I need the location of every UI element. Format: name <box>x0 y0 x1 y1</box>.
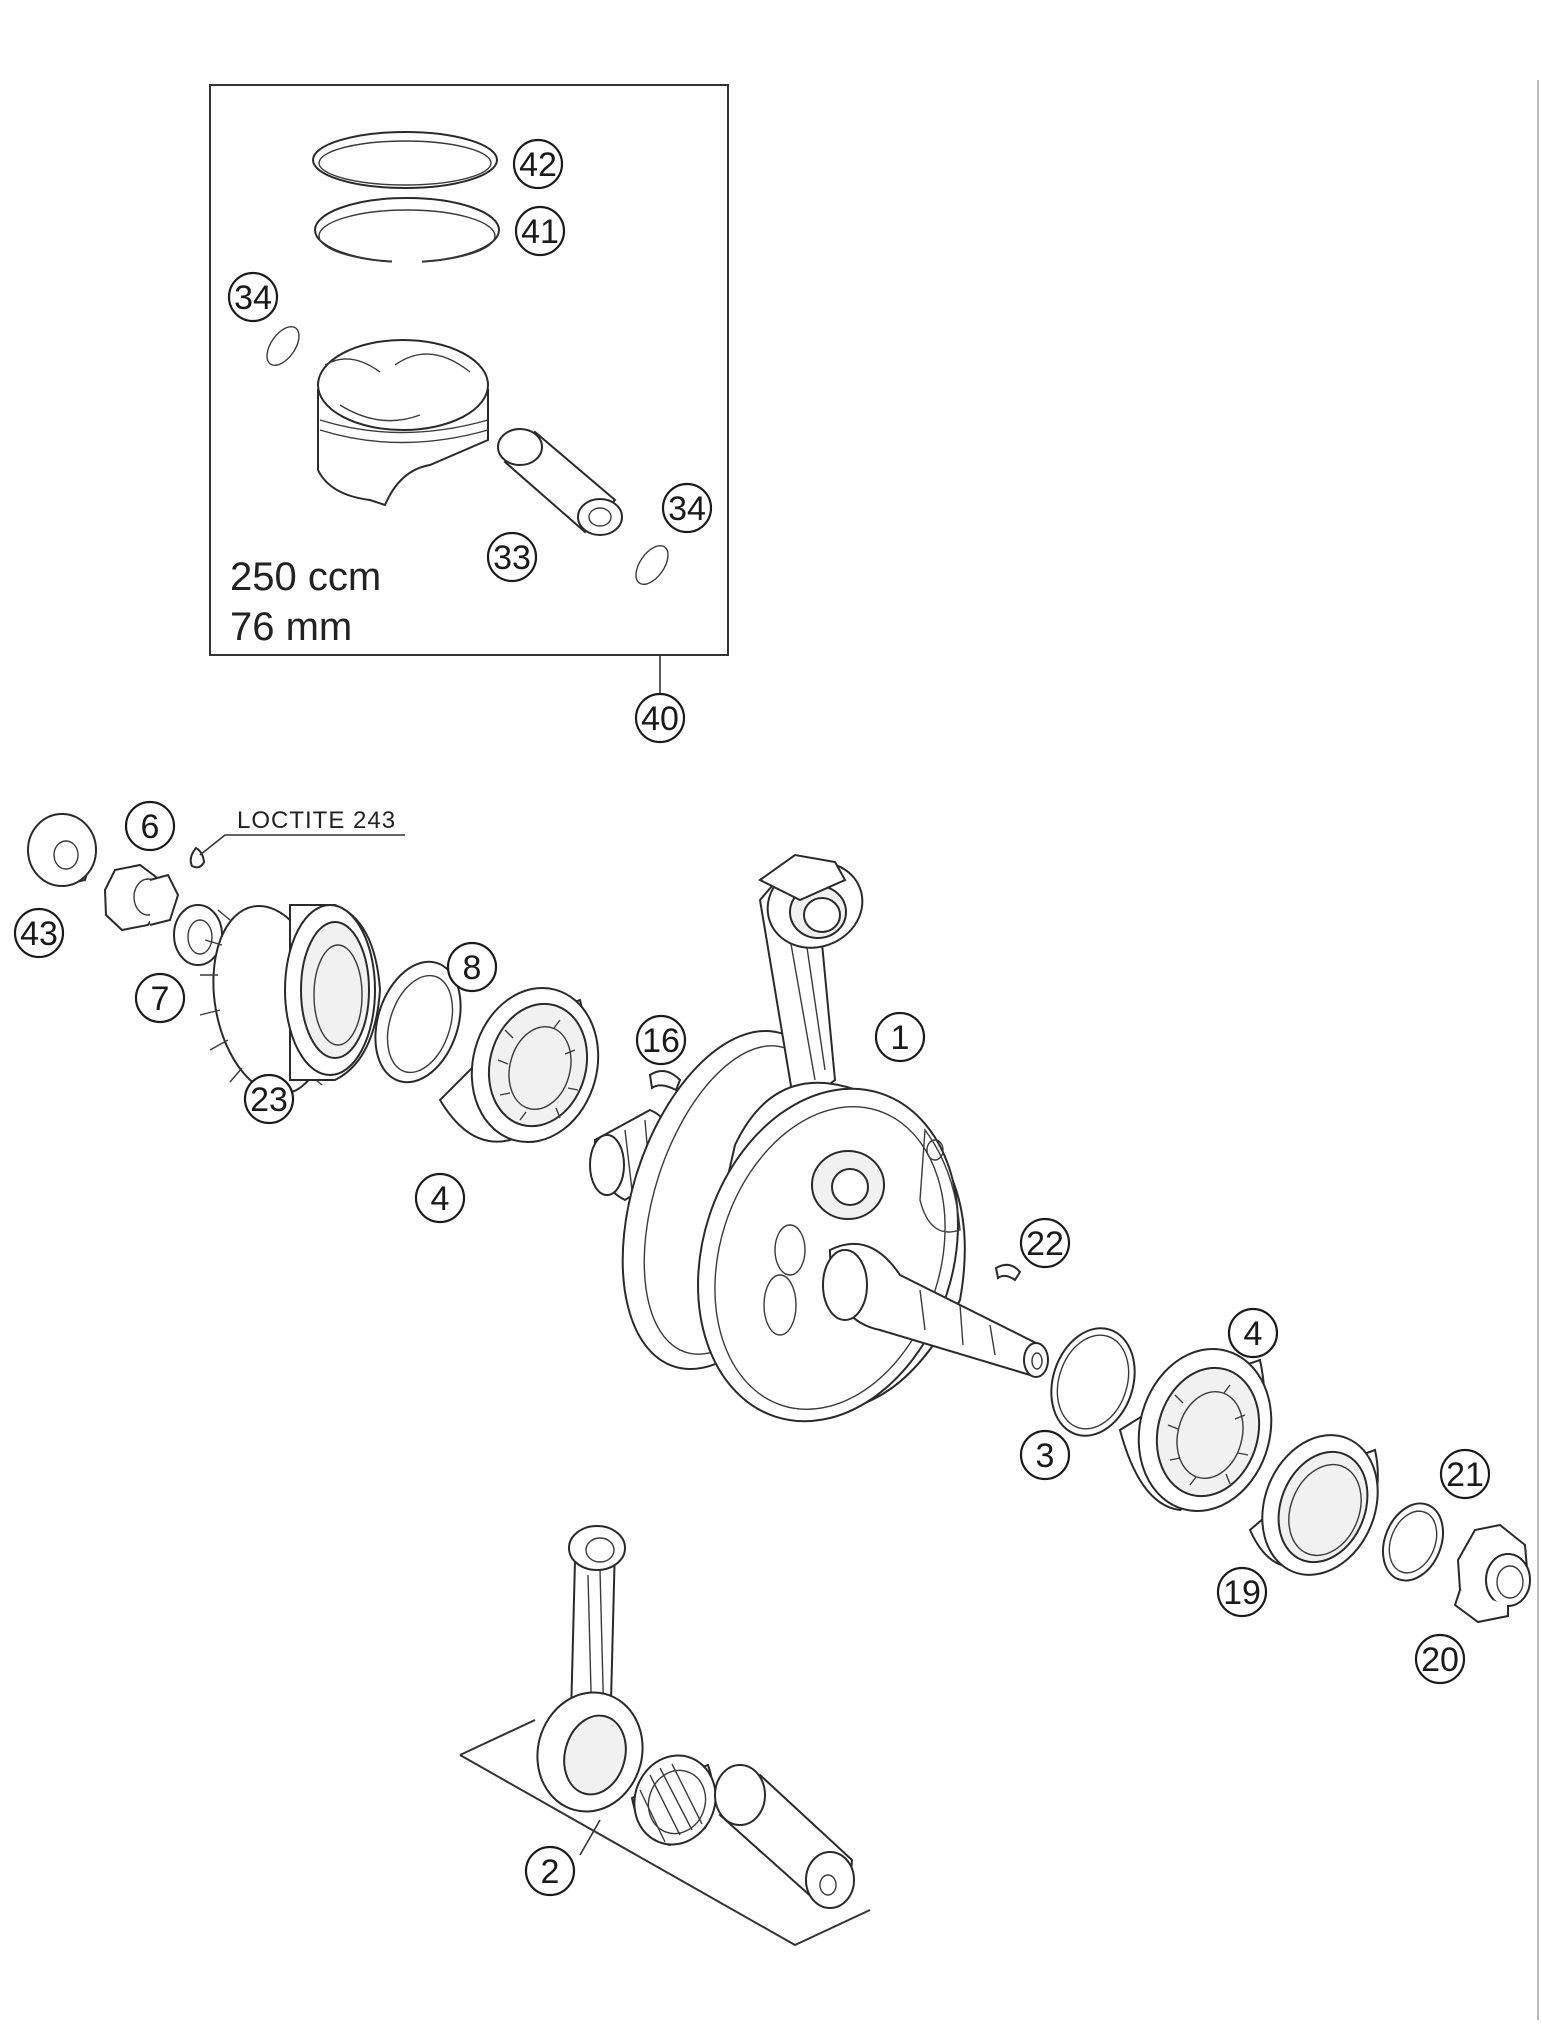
callout-3: 3 <box>1019 1429 1071 1481</box>
callout-34-left: 34 <box>227 271 279 323</box>
svg-text:41: 41 <box>521 213 559 251</box>
washer-21 <box>1382 1502 1444 1582</box>
kit-displacement-text: 250 ccm <box>230 555 381 599</box>
main-bearing-right <box>1118 1348 1273 1512</box>
kit-bore-text: 76 mm <box>230 605 352 649</box>
crank-pin <box>714 1764 855 1909</box>
piston-ring-41 <box>314 197 500 269</box>
callout-42: 42 <box>512 138 564 190</box>
callout-22: 22 <box>1019 1217 1071 1269</box>
loctite-drop <box>189 846 206 869</box>
svg-text:21: 21 <box>1446 1456 1484 1494</box>
svg-text:22: 22 <box>1026 1225 1064 1263</box>
woodruff-key-22 <box>994 1263 1022 1282</box>
circlip-left <box>266 326 300 366</box>
svg-text:1: 1 <box>891 1019 910 1057</box>
callout-20: 20 <box>1414 1633 1466 1685</box>
callout-40: 40 <box>634 692 686 744</box>
conrod-kit-group <box>459 1525 871 1947</box>
svg-text:6: 6 <box>141 808 160 846</box>
callout-34-right: 34 <box>661 482 713 534</box>
loctite-note: LOCTITE 243 <box>199 807 405 856</box>
piston-ring-42 <box>312 131 498 189</box>
svg-text:16: 16 <box>642 1022 680 1060</box>
callout-33: 33 <box>486 531 538 583</box>
svg-text:4: 4 <box>431 1180 450 1218</box>
svg-text:43: 43 <box>20 915 58 953</box>
woodruff-key-16 <box>648 1070 682 1092</box>
svg-text:33: 33 <box>493 539 531 577</box>
svg-text:7: 7 <box>151 980 170 1018</box>
svg-text:23: 23 <box>250 1081 288 1119</box>
main-bearing-left <box>438 986 600 1144</box>
circlip-right <box>635 545 669 585</box>
spacer-43 <box>27 813 97 887</box>
spare-connecting-rod <box>536 1525 644 1813</box>
callout-7: 7 <box>134 972 186 1024</box>
nut-6 <box>103 863 180 932</box>
oil-seal-19 <box>1248 1434 1379 1576</box>
primary-gear-23 <box>199 904 382 1106</box>
callout-21: 21 <box>1439 1448 1491 1500</box>
svg-text:40: 40 <box>641 700 679 738</box>
callout-4-right: 4 <box>1227 1307 1279 1359</box>
svg-text:34: 34 <box>668 490 706 528</box>
callout-4-left: 4 <box>414 1172 466 1224</box>
callout-6: 6 <box>124 800 176 852</box>
needle-bearing <box>630 1754 717 1847</box>
callout-19: 19 <box>1216 1566 1268 1618</box>
svg-text:42: 42 <box>519 146 557 184</box>
loctite-note-text: LOCTITE 243 <box>237 807 396 834</box>
piston-kit-frame <box>209 84 729 656</box>
piston-kit-group: 250 ccm 76 mm <box>209 84 729 695</box>
svg-text:2: 2 <box>541 1853 560 1891</box>
svg-text:20: 20 <box>1421 1641 1459 1679</box>
callout-2: 2 <box>524 1845 576 1897</box>
wrist-pin <box>497 428 623 536</box>
svg-text:34: 34 <box>234 279 272 317</box>
svg-text:19: 19 <box>1223 1574 1261 1612</box>
callout-16: 16 <box>635 1014 687 1066</box>
callout-43: 43 <box>13 907 65 959</box>
callout-41: 41 <box>514 205 566 257</box>
svg-text:4: 4 <box>1244 1315 1263 1353</box>
nut-20 <box>1453 1523 1531 1624</box>
piston <box>317 339 489 507</box>
svg-text:8: 8 <box>463 949 482 987</box>
shim-3 <box>1050 1327 1136 1437</box>
conrod-kit-bracket <box>459 1719 871 1947</box>
lock-washer-7 <box>173 904 223 966</box>
seal-ring-8 <box>374 960 462 1084</box>
callout-8: 8 <box>446 941 498 993</box>
callout-1: 1 <box>874 1011 926 1063</box>
crankshaft-1 <box>589 853 1049 1423</box>
callout-23: 23 <box>243 1073 295 1125</box>
svg-text:3: 3 <box>1036 1437 1055 1475</box>
